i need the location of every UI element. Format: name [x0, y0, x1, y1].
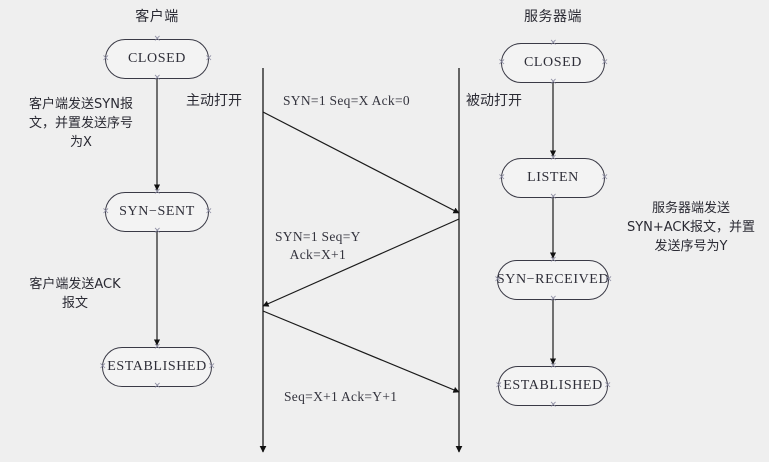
state-box-client-closed[interactable]: CLOSED — [105, 39, 209, 79]
state-box-server-synreceived[interactable]: SYN−RECEIVED — [497, 260, 609, 300]
lane-title-client: 客户端 — [135, 9, 179, 25]
message-label-ack: Seq=X+1 Ack=Y+1 — [284, 389, 398, 404]
client-send-ack-note: 客户端发送ACK 报文 — [29, 277, 121, 311]
active-open-label: 主动打开 — [186, 93, 242, 109]
state-label: CLOSED — [523, 55, 583, 70]
state-label: SYN−RECEIVED — [496, 272, 610, 287]
msg-ack-arrow — [262, 310, 460, 393]
passive-open-label: 被动打开 — [466, 93, 522, 109]
server-send-synack-note: 服务器端发送 SYN+ACK报文，并置 发送序号为Y — [626, 201, 756, 254]
state-box-client-established[interactable]: ESTABLISHED — [102, 347, 212, 387]
state-label: ESTABLISHED — [107, 359, 207, 374]
state-box-client-synsent[interactable]: SYN−SENT — [105, 192, 209, 232]
client-send-syn-note: 客户端发送SYN报 文，并置发送序号 为X — [28, 97, 133, 150]
lane-title-server: 服务器端 — [524, 9, 582, 25]
state-box-server-listen[interactable]: LISTEN — [501, 158, 605, 198]
state-box-server-established[interactable]: ESTABLISHED — [498, 366, 608, 406]
state-label: CLOSED — [127, 51, 187, 66]
state-label: LISTEN — [527, 170, 579, 185]
state-box-server-closed[interactable]: CLOSED — [501, 43, 605, 83]
msg-syn-arrow — [262, 111, 460, 214]
state-label: SYN−SENT — [119, 204, 195, 219]
state-label: ESTABLISHED — [503, 378, 603, 393]
message-label-syn-ack: SYN=1 Seq=Y Ack=X+1 — [275, 229, 361, 263]
msg-syn-ack-arrow — [262, 218, 460, 307]
message-label-syn: SYN=1 Seq=X Ack=0 — [283, 93, 410, 108]
